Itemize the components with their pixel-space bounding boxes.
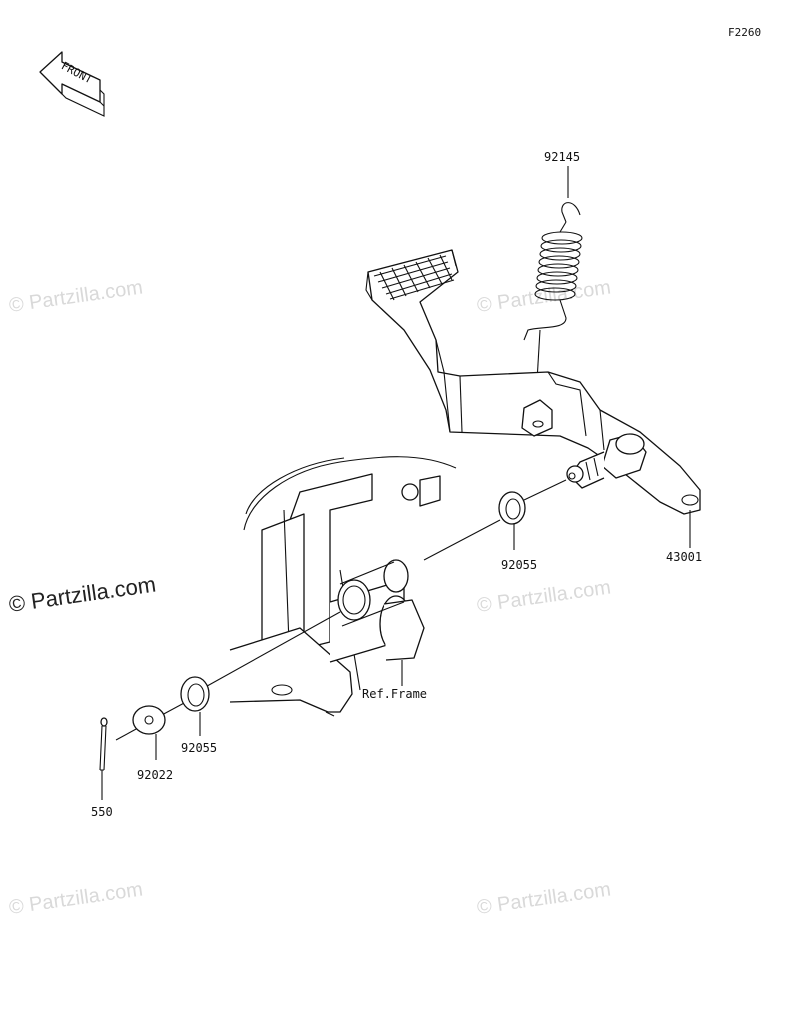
label-spring: 92145 [544,150,580,164]
label-pedal: 43001 [666,550,702,564]
washer-upper-part [498,491,526,525]
ref-frame-label: Ref.Frame [362,687,427,701]
figure-id: F2260 [728,26,761,39]
watermark: © Partzilla.com [8,276,145,317]
label-cotter-pin: 550 [91,805,113,819]
label-washer-lower: 92055 [181,741,217,755]
washer-lower-part [180,676,210,712]
front-arrow-icon: FRONT [39,51,105,117]
label-washer-plain: 92022 [137,768,173,782]
frame-reference [229,456,457,717]
label-washer-upper: 92055 [501,558,537,572]
watermark: © Partzilla.com [476,576,613,617]
spring-part [523,202,583,433]
pivot-shaft [566,433,647,489]
watermark: © Partzilla.com [8,878,145,919]
washer-plain-part [132,705,166,735]
watermark: © Partzilla.com [476,878,613,919]
watermark-main: © Partzilla.com [7,572,157,617]
cotter-pin-part [99,717,108,771]
